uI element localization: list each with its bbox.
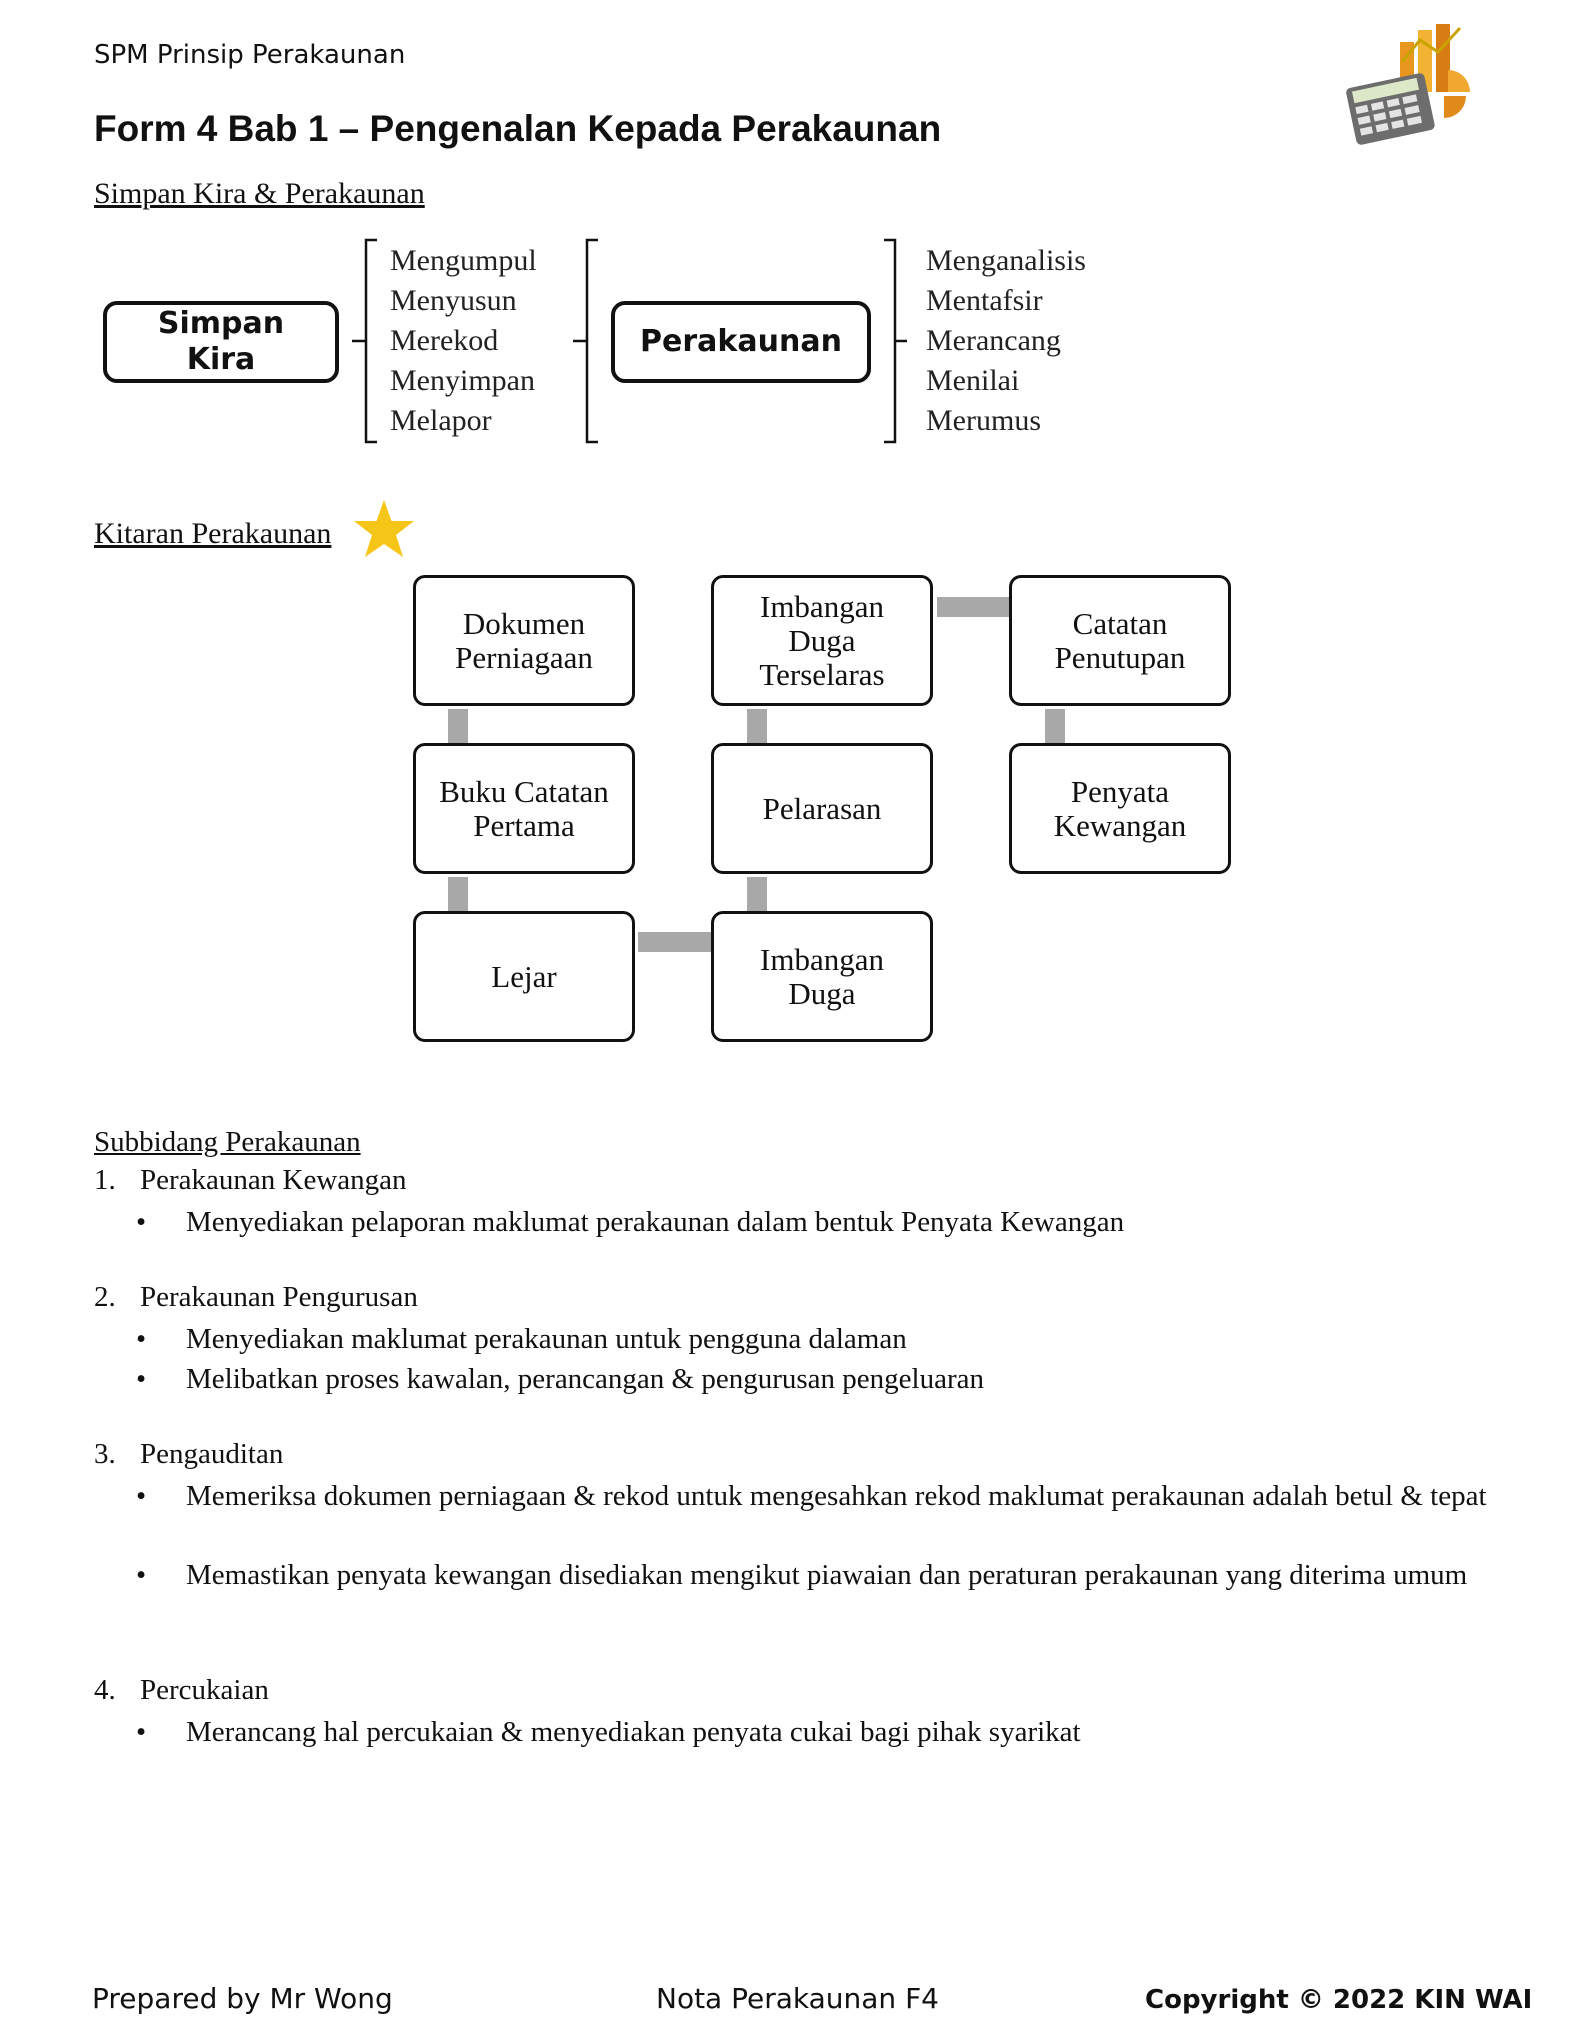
footer-copyright: Copyright © 2022 KIN WAI: [1145, 1985, 1533, 2015]
verb-item: Mengumpul: [390, 244, 537, 277]
subfield-title: 4. Percukaian: [94, 1674, 269, 1707]
bullet-text: Memeriksa dokumen perniagaan & rekod unt…: [186, 1480, 1487, 1512]
cycle-box-imbangan-duga-terselaras: Imbangan Duga Terselaras: [711, 575, 933, 706]
bullet-text: Merancang hal percukaian & menyediakan p…: [186, 1716, 1081, 1748]
subject-label: SPM Prinsip Perakaunan: [94, 40, 406, 70]
simpan-kira-label: Simpan Kira: [157, 306, 285, 377]
verb-item: Menganalisis: [926, 244, 1086, 277]
perakaunan-box: Perakaunan: [611, 301, 871, 383]
star-icon: [354, 500, 414, 557]
connector: [448, 709, 468, 745]
footer-author: Prepared by Mr Wong: [92, 1982, 393, 2015]
verb-item: Mentafsir: [926, 284, 1043, 317]
connector: [448, 877, 468, 913]
subfield-name: Perakaunan Kewangan: [140, 1164, 407, 1196]
cycle-box-pelarasan: Pelarasan: [711, 743, 933, 874]
verb-item: Menilai: [926, 364, 1020, 397]
section-heading-simpan-kira: Simpan Kira & Perakaunan: [94, 177, 425, 210]
simpan-kira-box: Simpan Kira: [103, 301, 339, 383]
connector: [1045, 709, 1065, 745]
verb-item: Merekod: [390, 324, 499, 357]
bracket-lines: [352, 238, 907, 444]
verb-item: Melapor: [390, 404, 492, 437]
bullet-item: •Merancang hal percukaian & menyediakan …: [136, 1713, 1516, 1752]
perakaunan-label: Perakaunan: [640, 324, 842, 359]
page-title: Form 4 Bab 1 – Pengenalan Kepada Perakau…: [94, 108, 942, 149]
bullet-item: •Memeriksa dokumen perniagaan & rekod un…: [136, 1477, 1516, 1516]
section-heading-kitaran: Kitaran Perakaunan: [94, 517, 332, 550]
subfield-title: 2. Perakaunan Pengurusan: [94, 1281, 418, 1314]
subfield-number: 4.: [94, 1674, 116, 1706]
bullet-item: •Menyediakan maklumat perakaunan untuk p…: [136, 1320, 1516, 1359]
subfield-number: 1.: [94, 1164, 116, 1196]
cycle-box-catatan-penutupan: Catatan Penutupan: [1009, 575, 1231, 706]
connector: [747, 877, 767, 913]
subfield-name: Pengauditan: [140, 1438, 284, 1470]
bullet-item: •Memastikan penyata kewangan disediakan …: [136, 1556, 1516, 1595]
subfield-name: Perakaunan Pengurusan: [140, 1281, 418, 1313]
bullet-item: •Melibatkan proses kawalan, perancangan …: [136, 1360, 1516, 1399]
perakaunan-verbs: Menganalisis Mentafsir Merancang Menilai…: [926, 241, 1086, 441]
subfield-number: 2.: [94, 1281, 116, 1313]
section-heading-subbidang: Subbidang Perakaunan: [94, 1126, 361, 1158]
connector: [638, 932, 712, 952]
bullet-text: Menyediakan pelaporan maklumat perakauna…: [186, 1206, 1125, 1238]
connector: [747, 709, 767, 745]
subfield-number: 3.: [94, 1438, 116, 1470]
cycle-box-buku-catatan-pertama: Buku Catatan Pertama: [413, 743, 635, 874]
footer-center: Nota Perakaunan F4: [656, 1982, 939, 2015]
cycle-box-lejar: Lejar: [413, 911, 635, 1042]
simpan-kira-verbs: Mengumpul Menyusun Merekod Menyimpan Mel…: [390, 241, 537, 441]
subfield-title: 3. Pengauditan: [94, 1438, 283, 1471]
verb-item: Merumus: [926, 404, 1041, 437]
subfield-title: 1. Perakaunan Kewangan: [94, 1164, 407, 1197]
cycle-box-dokumen-perniagaan: Dokumen Perniagaan: [413, 575, 635, 706]
bullet-item: •Menyediakan pelaporan maklumat perakaun…: [136, 1203, 1516, 1242]
subfield-name: Percukaian: [140, 1674, 269, 1706]
connector: [937, 597, 1011, 617]
bullet-text: Menyediakan maklumat perakaunan untuk pe…: [186, 1323, 907, 1355]
calculator-chart-logo: [1346, 24, 1470, 145]
verb-item: Menyimpan: [390, 364, 535, 397]
bullet-text: Memastikan penyata kewangan disediakan m…: [186, 1559, 1468, 1591]
bullet-text: Melibatkan proses kawalan, perancangan &…: [186, 1363, 984, 1395]
cycle-box-penyata-kewangan: Penyata Kewangan: [1009, 743, 1231, 874]
verb-item: Merancang: [926, 324, 1061, 357]
verb-item: Menyusun: [390, 284, 517, 317]
cycle-box-imbangan-duga: Imbangan Duga: [711, 911, 933, 1042]
